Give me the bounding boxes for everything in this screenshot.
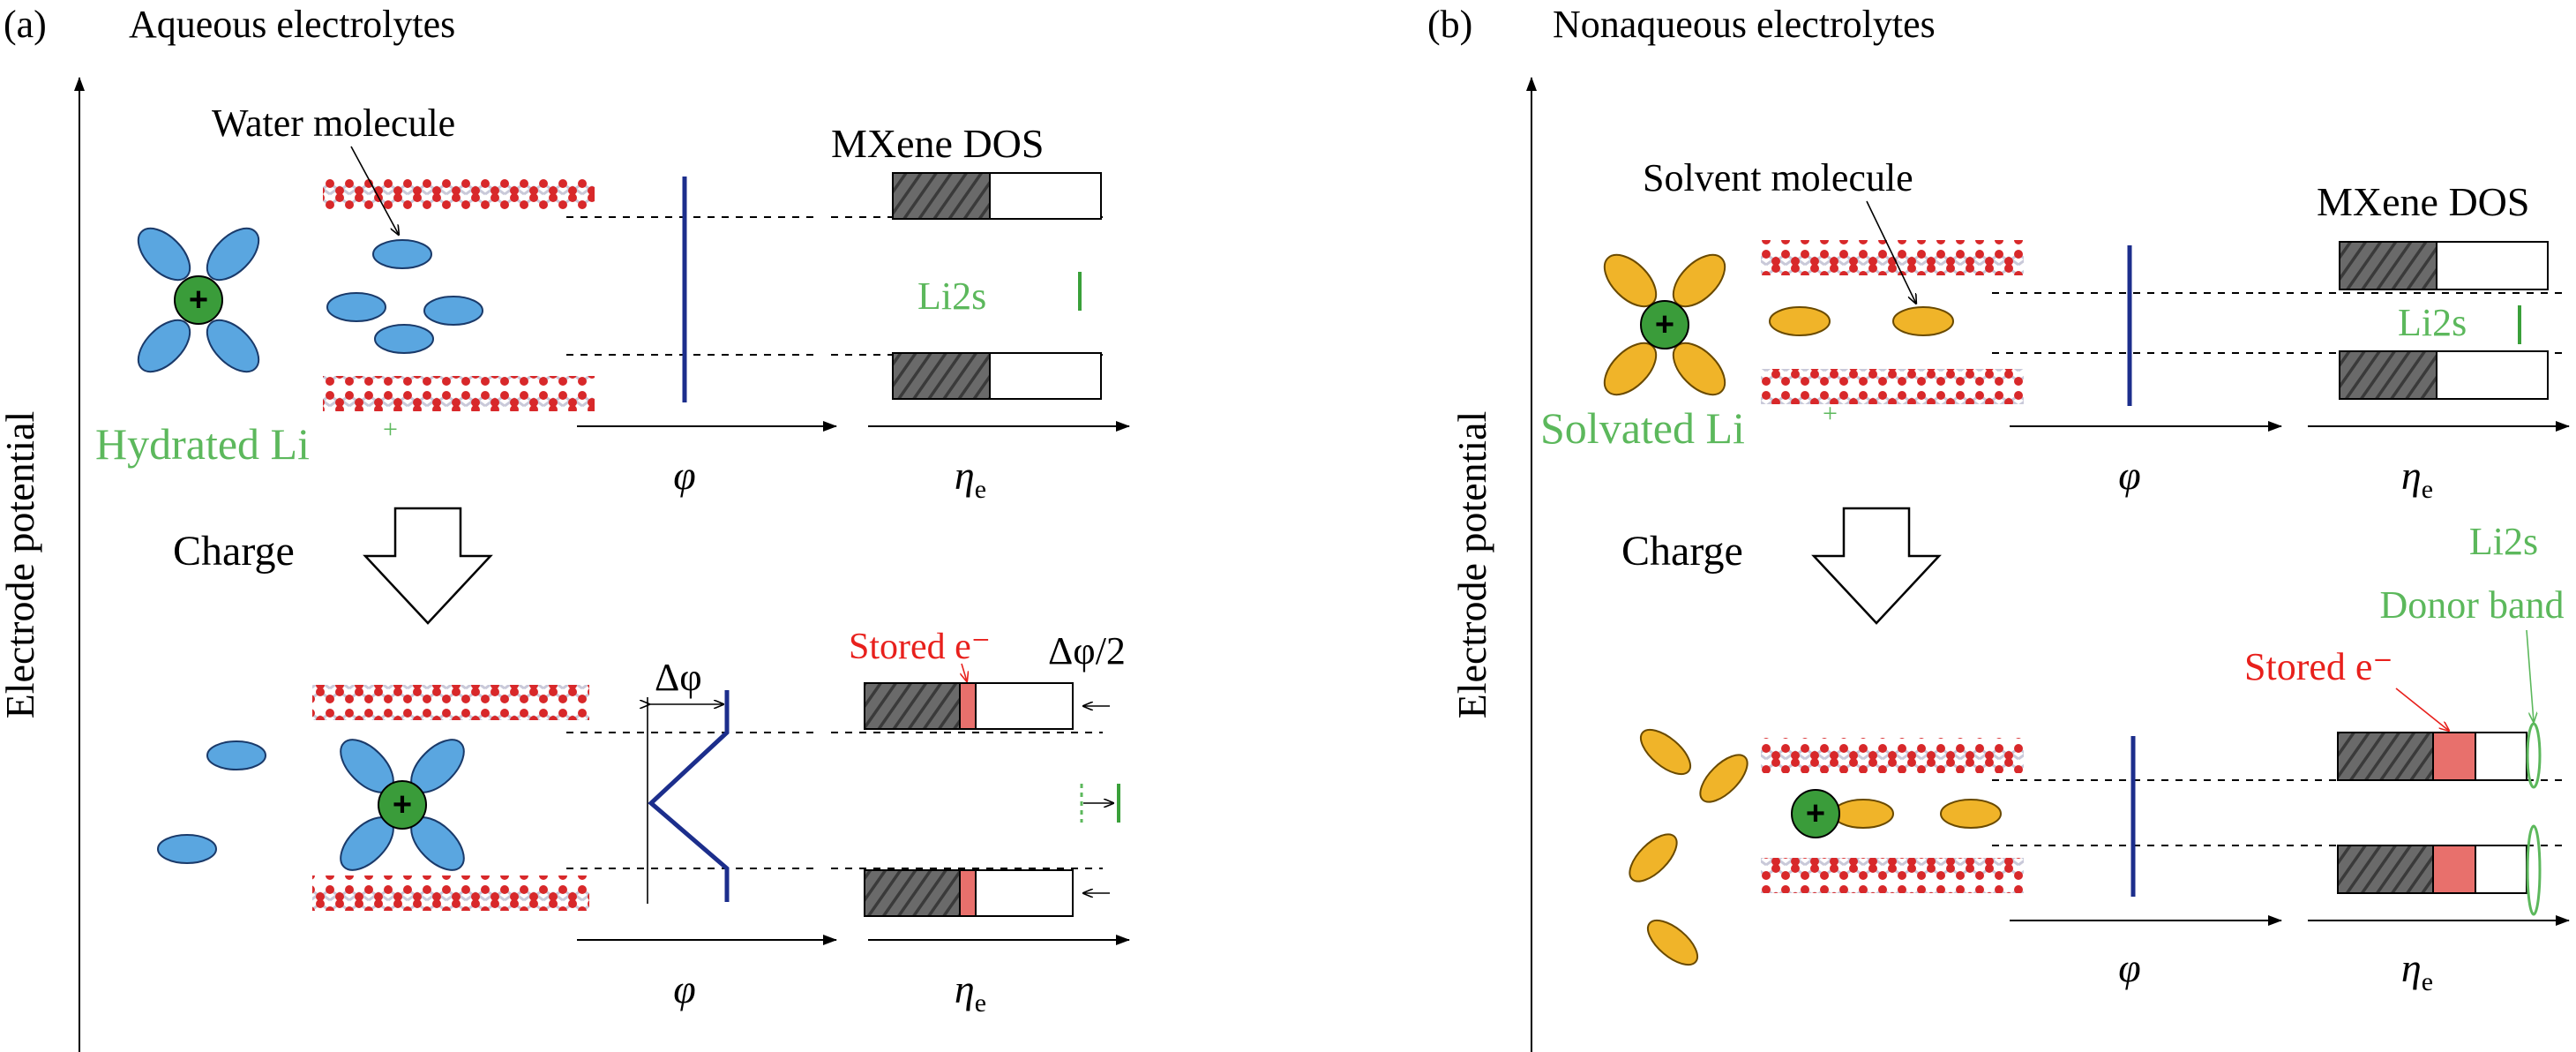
stored-electrons <box>959 682 977 730</box>
stored-electrons-label-a: Stored e⁻ <box>849 627 991 667</box>
water-molecules <box>326 239 483 354</box>
dos-band-empty <box>2475 845 2527 894</box>
eta-label-top: ηe <box>2401 453 2433 504</box>
solvated-li-charge: + <box>1823 399 1838 428</box>
charge-label-b: Charge <box>1621 528 1743 575</box>
eta-label-bottom: ηe <box>2401 945 2433 996</box>
mxene-layer-top <box>323 178 595 214</box>
hydrated-li-charge: + <box>383 415 398 444</box>
charge-arrow <box>1811 507 1942 625</box>
solvent-molecules <box>1769 306 1954 336</box>
panel-b: (b) Nonaqueous electrolytes Electrode po… <box>1427 3 2570 1052</box>
panel-b-title: Nonaqueous electrolytes <box>1553 3 1936 46</box>
solvent-molecules <box>1629 728 2002 966</box>
panel-a-title: Aqueous electrolytes <box>129 3 455 46</box>
mxene-layer-bottom <box>312 875 589 911</box>
stored-electrons <box>2432 845 2476 894</box>
dos-band-filled <box>2337 845 2434 894</box>
phi-label-top: φ <box>2118 453 2140 498</box>
water-molecule-label: Water molecule <box>212 101 455 145</box>
delta-phi-half-label: Δφ/2 <box>1048 629 1126 673</box>
stored-electrons-pointer <box>962 663 967 681</box>
mxene-layer-bottom <box>1761 858 2024 893</box>
dos-label-b: MXene DOS <box>2317 179 2529 224</box>
panel-a: (a) Aqueous electrolytes Electrode poten… <box>0 3 1130 1052</box>
phi-label-bottom: φ <box>673 966 695 1011</box>
svg-text:+: + <box>1655 306 1674 343</box>
li2s-donor-label-1: Li2s <box>2469 520 2538 563</box>
panel-a-label: (a) <box>4 3 47 46</box>
hydrated-li-ion: + <box>137 227 260 373</box>
charge-arrow <box>363 507 493 625</box>
water-molecule-pointer <box>350 146 399 235</box>
eta-label-top: ηe <box>955 453 986 504</box>
mxene-layer-bottom <box>323 376 595 411</box>
dos-band-empty <box>975 869 1074 917</box>
phi-label-top: φ <box>673 453 695 498</box>
dos-band-filled <box>892 352 991 400</box>
potential-axis-label: Electrode potential <box>1449 411 1494 719</box>
li2s-label-a: Li2s <box>917 274 986 318</box>
stored-electrons-pointer <box>2395 688 2449 731</box>
panel-b-label: (b) <box>1427 3 1472 46</box>
mxene-layer-top <box>1761 240 2024 275</box>
intercalated-li-ion: + <box>340 739 465 871</box>
donor-band <box>2526 824 2542 916</box>
mxene-layer-top <box>312 685 589 720</box>
eta-label-bottom: ηe <box>955 966 986 1018</box>
dos-band-filled <box>864 869 961 917</box>
charge-label-a: Charge <box>173 528 295 575</box>
hydrated-li-label: Hydrated Li <box>95 419 310 469</box>
solvated-li-ion: + <box>1603 253 1726 396</box>
li2s-label-b: Li2s <box>2398 301 2467 344</box>
dos-band-empty <box>2436 241 2549 290</box>
dos-band-empty <box>989 172 1102 220</box>
dos-label-a: MXene DOS <box>831 121 1044 166</box>
solvated-li-label: Solvated Li <box>1540 403 1745 453</box>
mxene-layer-top <box>1761 738 2024 773</box>
donor-band <box>2526 722 2542 789</box>
phi-label-bottom: φ <box>2118 945 2140 990</box>
mxene-layer-bottom <box>1761 369 2024 404</box>
solvent-molecule-label: Solvent molecule <box>1643 156 1913 199</box>
li2s-donor-label-2: Donor band <box>2380 583 2565 627</box>
dos-band-empty <box>2475 732 2527 781</box>
solvent-molecule-pointer <box>1866 200 1916 304</box>
dos-band-filled <box>2337 732 2434 781</box>
stored-electrons <box>2432 732 2476 781</box>
stored-electrons <box>959 869 977 917</box>
dos-band-empty <box>989 352 1102 400</box>
water-molecules <box>157 740 266 864</box>
dos-band-empty <box>2436 350 2549 400</box>
svg-text:+: + <box>1806 795 1825 832</box>
donor-band-pointer <box>2526 629 2534 722</box>
stored-electrons-label-b: Stored e⁻ <box>2244 645 2393 688</box>
delta-phi-label: Δφ <box>655 656 702 699</box>
intercalated-li-ion: + <box>1791 789 1840 838</box>
potential-axis-label: Electrode potential <box>0 411 42 719</box>
dos-band-filled <box>2339 241 2437 290</box>
dos-band-empty <box>975 682 1074 730</box>
dos-band-filled <box>864 682 961 730</box>
potential-line-bottom <box>648 690 730 902</box>
dos-band-filled <box>2339 350 2437 400</box>
dos-band-filled <box>892 172 991 220</box>
svg-text:+: + <box>393 786 412 823</box>
svg-text:+: + <box>189 282 208 319</box>
